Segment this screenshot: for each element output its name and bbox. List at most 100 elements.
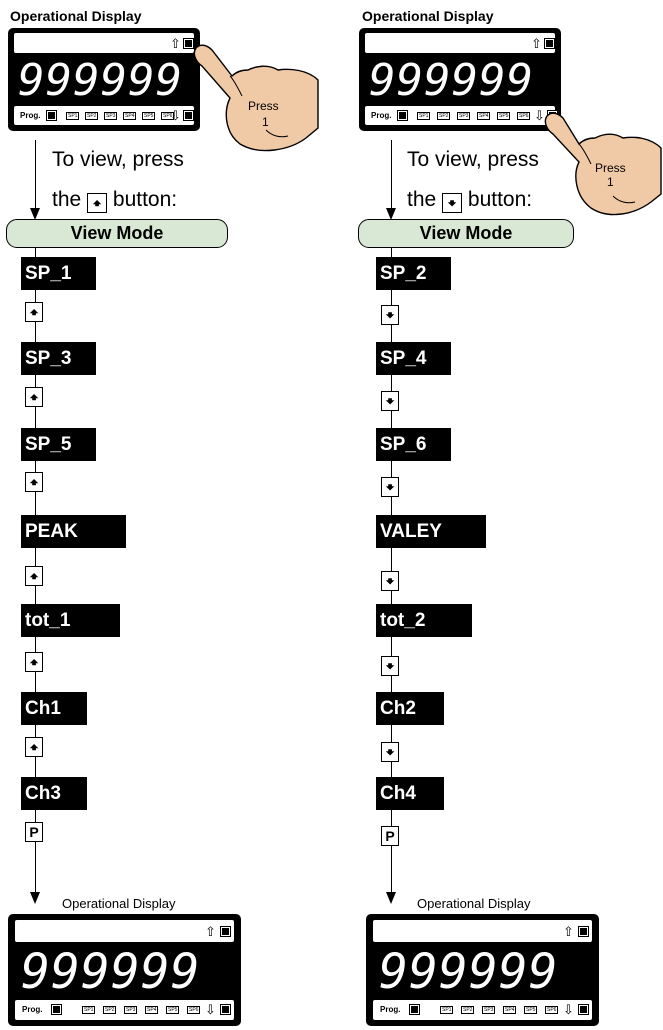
sp6-led: SP6 xyxy=(545,1006,558,1014)
up-arrow-icon: ⇧ xyxy=(205,925,216,938)
down-key-button[interactable]: 🠻 xyxy=(381,477,399,497)
instruction-the: the xyxy=(52,188,81,211)
display-digits: 999999 xyxy=(21,948,200,996)
sp1-led: SP1 xyxy=(417,112,430,120)
tag-sp1: SP_1 xyxy=(21,257,96,290)
sp2-led: SP2 xyxy=(103,1006,116,1014)
top-operational-display: ⇧ 999999 Prog. SP1 SP2 SP3 SP4 SP5 SP6 ⇩ xyxy=(8,28,200,131)
sp2-led: SP2 xyxy=(85,112,98,120)
tag-tot2: tot_2 xyxy=(376,604,472,637)
down-key-button[interactable]: 🠻 xyxy=(381,742,399,762)
top-display-title: Operational Display xyxy=(10,8,141,24)
down-key-button[interactable]: 🠻 xyxy=(381,656,399,676)
up-button-indicator[interactable] xyxy=(544,38,555,49)
tag-tot1: tot_1 xyxy=(21,604,120,637)
view-mode-header: View Mode xyxy=(358,219,574,248)
right-column: Operational Display ⇧ 999999 Prog. SP1 S… xyxy=(355,0,663,1030)
sp6-led: SP6 xyxy=(187,1006,200,1014)
instruction-line-2: the 🠹 button: xyxy=(52,188,177,213)
left-column: Operational Display ⇧ 999999 Prog. SP1 S… xyxy=(0,0,320,1030)
bottom-operational-display: ⇧ 999999 Prog. SP1 SP2 SP3 SP4 SP5 SP6 ⇩ xyxy=(366,914,599,1026)
tag-sp5: SP_5 xyxy=(21,428,96,461)
sp5-led: SP5 xyxy=(524,1006,537,1014)
display-top-strip xyxy=(365,33,555,53)
prog-button-indicator[interactable] xyxy=(397,110,408,121)
prog-label: Prog. xyxy=(22,1006,42,1014)
bottom-display-title: Operational Display xyxy=(62,896,175,911)
sp4-led: SP4 xyxy=(123,112,136,120)
down-button-indicator[interactable] xyxy=(578,1004,589,1015)
sp1-led: SP1 xyxy=(82,1006,95,1014)
prog-button-indicator[interactable] xyxy=(46,110,57,121)
sp6-led: SP6 xyxy=(517,112,530,120)
tag-ch1: Ch1 xyxy=(21,692,87,725)
sp2-led: SP2 xyxy=(437,112,450,120)
up-arrow-icon: ⇧ xyxy=(170,37,181,50)
bottom-operational-display: ⇧ 999999 Prog. SP1 SP2 SP3 SP4 SP5 SP6 ⇩ xyxy=(8,914,241,1026)
prog-button-indicator[interactable] xyxy=(51,1004,62,1015)
up-key-button[interactable]: 🠹 xyxy=(25,387,43,407)
sp4-led: SP4 xyxy=(477,112,490,120)
down-key-icon: 🠻 xyxy=(442,193,462,213)
up-button-indicator[interactable] xyxy=(220,926,231,937)
sp3-led: SP3 xyxy=(124,1006,137,1014)
tag-valey: VALEY xyxy=(376,515,486,548)
flow-line xyxy=(391,140,392,210)
display-top-strip xyxy=(14,33,194,53)
up-key-button[interactable]: 🠹 xyxy=(25,302,43,322)
sp3-led: SP3 xyxy=(104,112,117,120)
up-arrow-icon: ⇧ xyxy=(563,925,574,938)
instruction-line-1: To view, press xyxy=(52,148,184,172)
tag-ch2: Ch2 xyxy=(376,692,444,725)
tag-peak: PEAK xyxy=(21,515,126,548)
tag-ch3: Ch3 xyxy=(21,777,87,810)
sp4-led: SP4 xyxy=(503,1006,516,1014)
sp5-led: SP5 xyxy=(142,112,155,120)
tag-sp6: SP_6 xyxy=(376,428,451,461)
sp5-led: SP5 xyxy=(166,1006,179,1014)
bottom-display-title: Operational Display xyxy=(417,896,530,911)
prog-label: Prog. xyxy=(380,1006,400,1014)
down-arrow-icon: ⇩ xyxy=(170,109,181,122)
up-key-button[interactable]: 🠹 xyxy=(25,566,43,586)
down-key-button[interactable]: 🠻 xyxy=(381,305,399,325)
sp4-led: SP4 xyxy=(145,1006,158,1014)
flow-line xyxy=(35,140,36,210)
pressing-hand-icon: Press 1 xyxy=(190,40,320,155)
down-arrow-icon: ⇩ xyxy=(563,1003,574,1016)
tag-ch4: Ch4 xyxy=(376,777,444,810)
up-key-button[interactable]: 🠹 xyxy=(25,737,43,757)
down-button-indicator[interactable] xyxy=(220,1004,231,1015)
p-key-button[interactable]: P xyxy=(25,822,43,842)
hand-number-text: 1 xyxy=(607,175,614,189)
up-key-button[interactable]: 🠹 xyxy=(25,472,43,492)
sp1-led: SP1 xyxy=(66,112,79,120)
up-key-button[interactable]: 🠹 xyxy=(25,652,43,672)
down-key-button[interactable]: 🠻 xyxy=(381,391,399,411)
tag-sp3: SP_3 xyxy=(21,342,96,375)
top-operational-display: ⇧ 999999 Prog. SP1 SP2 SP3 SP4 SP5 SP6 ⇩ xyxy=(359,28,561,131)
display-digits: 999999 xyxy=(369,59,534,103)
up-key-icon: 🠹 xyxy=(87,193,107,213)
top-display-title: Operational Display xyxy=(362,8,493,24)
p-key-button[interactable]: P xyxy=(381,826,399,846)
instruction-button: button: xyxy=(113,188,177,211)
prog-button-indicator[interactable] xyxy=(409,1004,420,1015)
hand-press-text: Press xyxy=(595,161,626,175)
sp3-led: SP3 xyxy=(457,112,470,120)
prog-label: Prog. xyxy=(371,112,391,120)
sp5-led: SP5 xyxy=(497,112,510,120)
instruction-the: the xyxy=(407,188,436,211)
sp3-led: SP3 xyxy=(482,1006,495,1014)
up-button-indicator[interactable] xyxy=(578,926,589,937)
hand-press-text: Press xyxy=(248,99,279,113)
prog-label: Prog. xyxy=(20,112,40,120)
up-arrow-icon: ⇧ xyxy=(531,37,542,50)
display-digits: 999999 xyxy=(379,948,558,996)
down-key-button[interactable]: 🠻 xyxy=(381,571,399,591)
flow-arrow-icon xyxy=(386,892,396,904)
tag-sp4: SP_4 xyxy=(376,342,451,375)
display-top-strip xyxy=(15,920,234,942)
sp2-led: SP2 xyxy=(461,1006,474,1014)
view-mode-header: View Mode xyxy=(6,219,228,248)
